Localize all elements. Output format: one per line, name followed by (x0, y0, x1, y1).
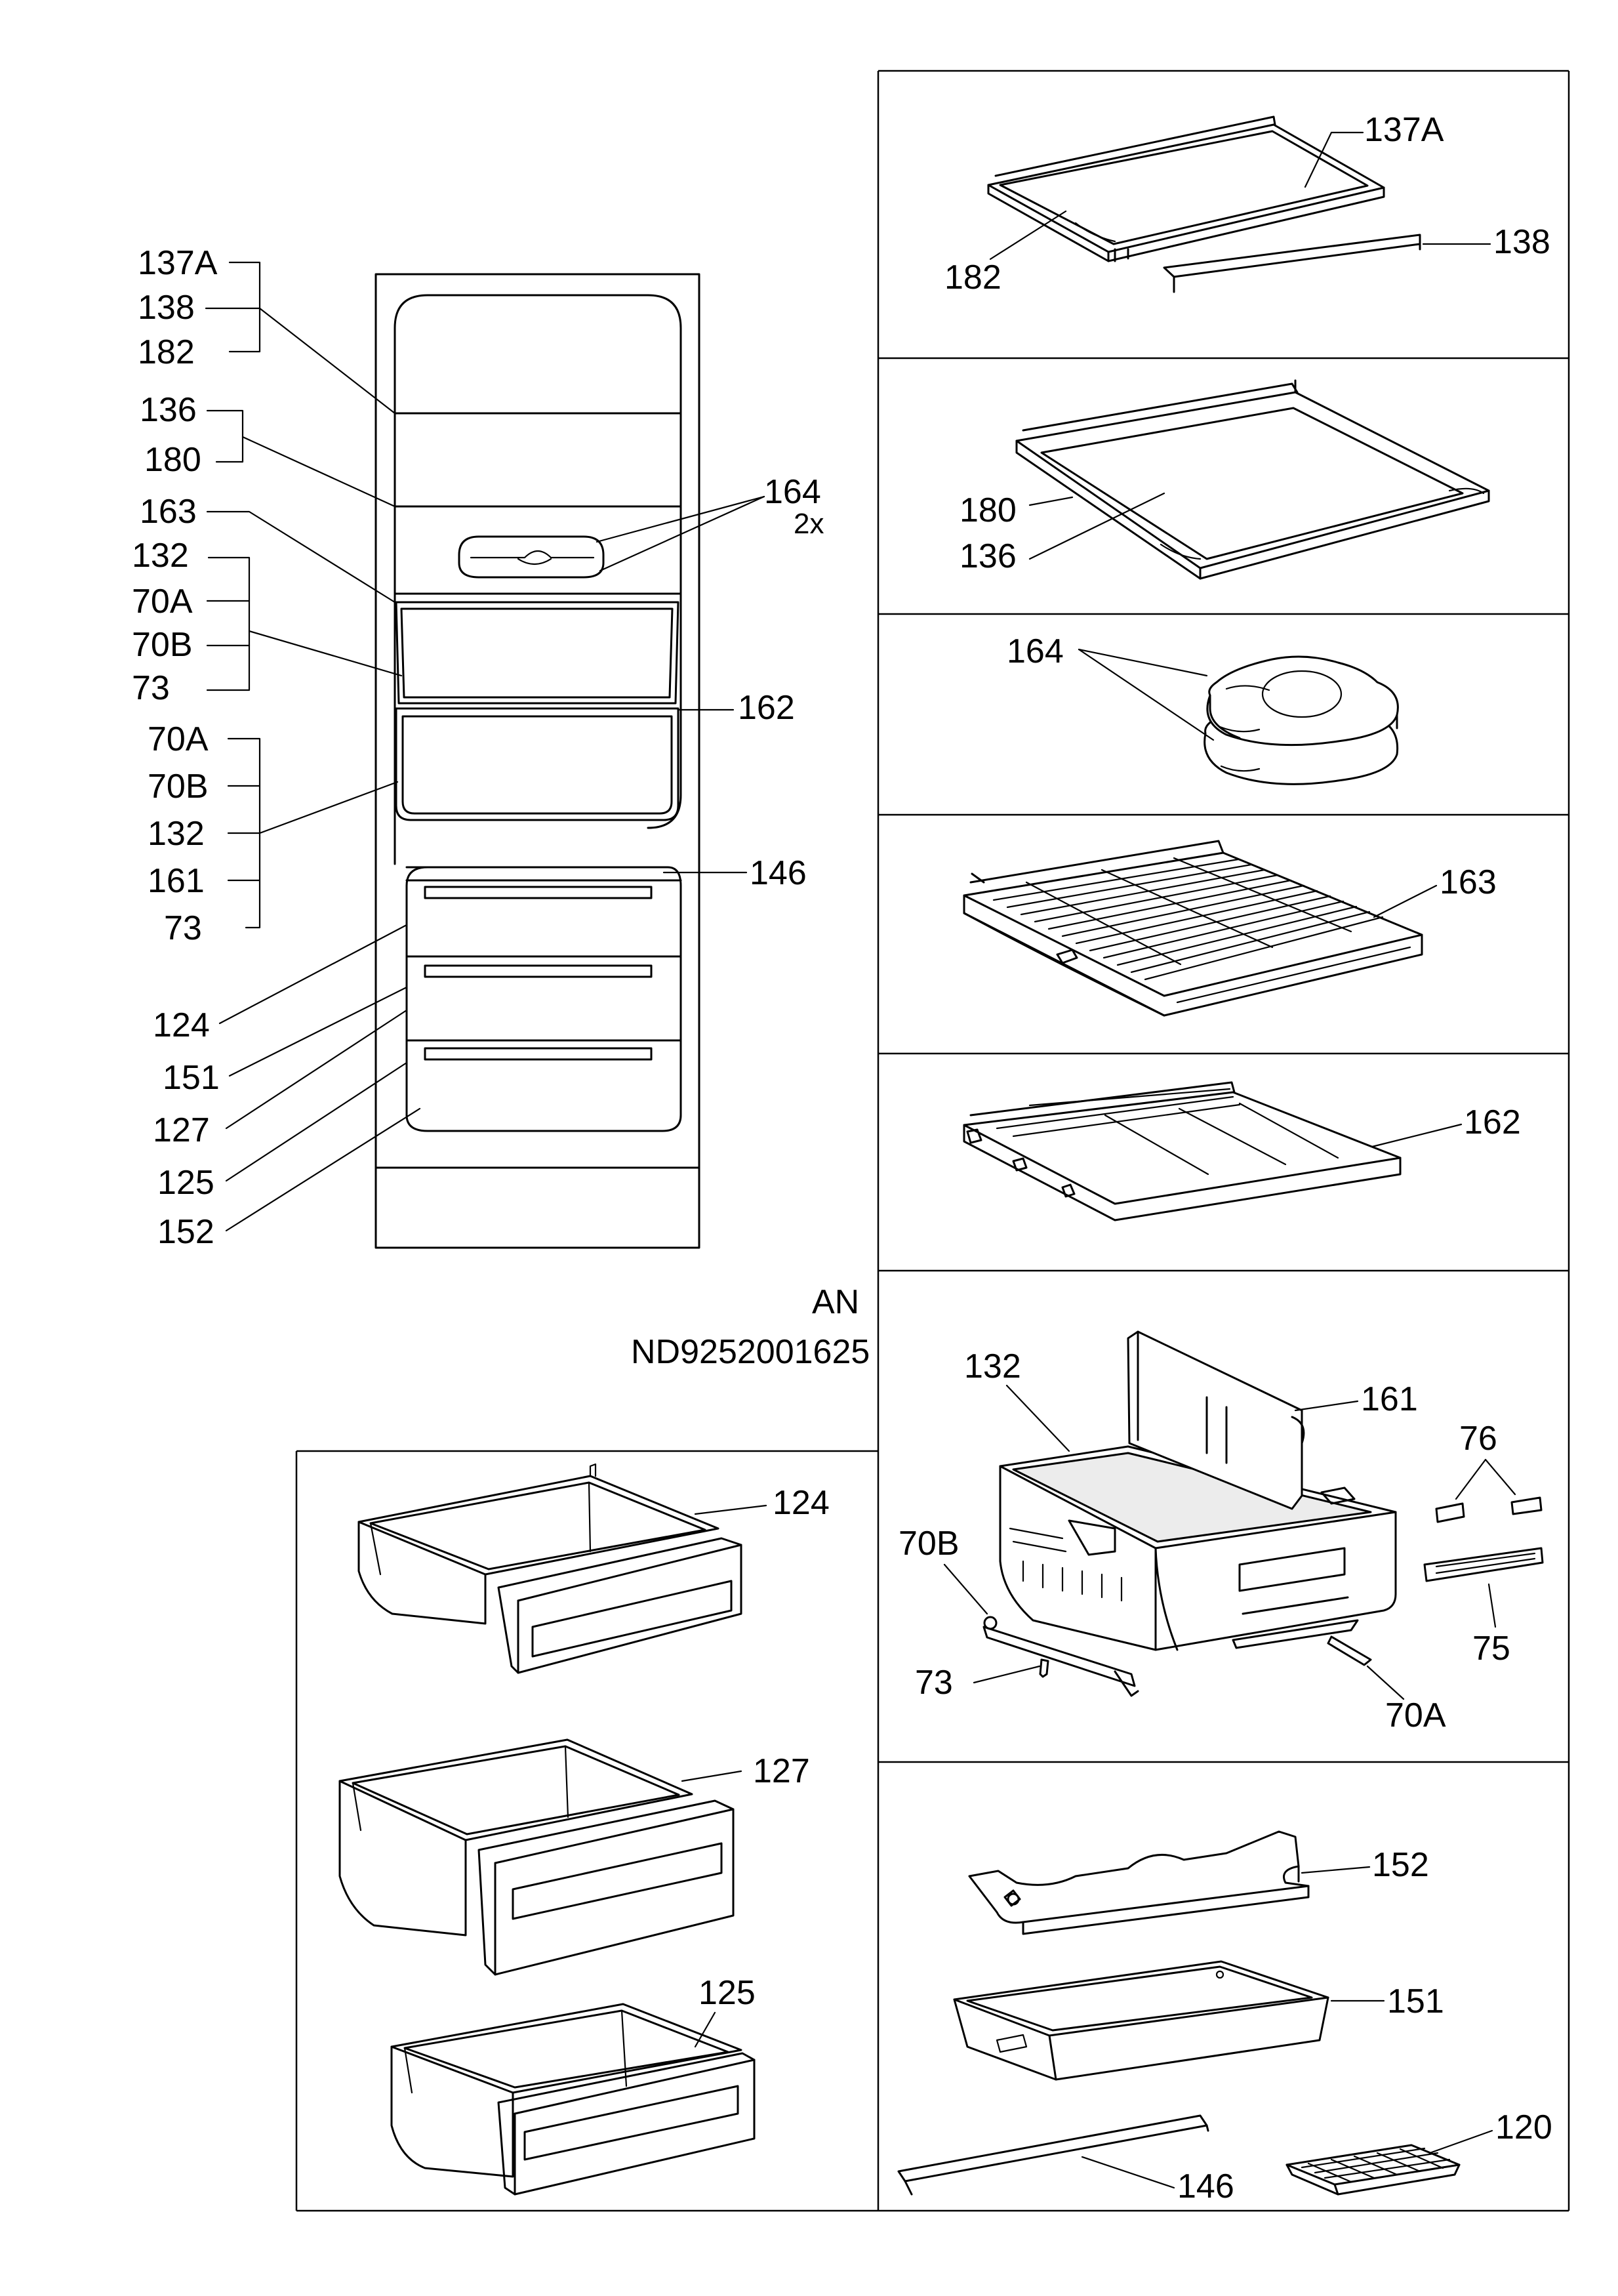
panel3-labels: 164 (1007, 632, 1215, 741)
label-75: 75 (1472, 1630, 1510, 1668)
label-161: 161 (1361, 1380, 1418, 1418)
label-132: 132 (132, 537, 189, 575)
label-73: 73 (164, 909, 202, 947)
label-180: 180 (144, 441, 201, 479)
part-rail-70B (982, 1616, 1139, 1697)
label-136: 136 (140, 391, 197, 429)
overview-leaders (205, 261, 765, 1232)
panel2-labels: 180 136 (960, 491, 1165, 575)
label-73: 73 (915, 1664, 953, 1702)
label-124: 124 (773, 1484, 830, 1522)
part-shelf-137A (987, 115, 1421, 293)
part-crisper-132 (999, 1330, 1397, 1651)
label-138: 138 (1493, 223, 1550, 261)
label-146: 146 (750, 854, 807, 892)
label-132: 132 (964, 1347, 1021, 1385)
part-shelf-163 (963, 840, 1423, 1017)
label-132: 132 (148, 815, 205, 853)
label-163: 163 (140, 493, 197, 531)
label-182: 182 (138, 333, 195, 371)
label-70B: 70B (899, 1525, 960, 1563)
part-tray-151 (953, 1960, 1329, 2081)
part-ice-tray-120 (1285, 2144, 1461, 2196)
fridge-overview (374, 273, 700, 1249)
label-73: 73 (132, 669, 170, 707)
label-model-code: ND9252001625 (631, 1333, 870, 1371)
part-egg-tray-164 (1203, 655, 1399, 785)
label-152: 152 (1372, 1846, 1429, 1884)
label-136: 136 (960, 537, 1017, 575)
label-137A: 137A (1364, 111, 1444, 149)
part-shelf-162 (963, 1081, 1402, 1221)
label-182: 182 (944, 258, 1001, 297)
panel5-labels: 162 (1371, 1103, 1521, 1148)
drawer-panel-labels: 124 127 125 (681, 1484, 830, 2048)
part-cover-152 (968, 1830, 1310, 1935)
panel6-labels: 132 161 76 70B 75 73 70A (899, 1347, 1516, 1734)
part-drawer-124 (357, 1463, 742, 1674)
part-trim-146 (897, 2114, 1209, 2196)
label-124: 124 (153, 1006, 210, 1044)
label-137A: 137A (138, 244, 218, 282)
label-163: 163 (1440, 863, 1497, 901)
label-146: 146 (1177, 2167, 1234, 2205)
label-127: 127 (153, 1111, 210, 1149)
part-rail-70A (1327, 1635, 1372, 1666)
label-180: 180 (960, 491, 1017, 529)
label-125: 125 (698, 1974, 756, 2012)
label-70A: 70A (1385, 1696, 1446, 1734)
part-drawer-125 (390, 2003, 756, 2196)
panel1-labels: 137A 182 138 (944, 111, 1550, 297)
label-AN: AN (812, 1283, 859, 1321)
label-151: 151 (163, 1059, 220, 1097)
label-161: 161 (148, 862, 205, 900)
label-127: 127 (753, 1752, 810, 1790)
label-162: 162 (738, 689, 795, 727)
part-clips-76 (1435, 1496, 1543, 1523)
label-152: 152 (157, 1213, 214, 1251)
part-drawer-127 (338, 1738, 735, 1976)
label-70A: 70A (148, 720, 209, 758)
panel4-labels: 163 (1373, 863, 1497, 918)
label-164: 164 (764, 473, 821, 511)
label-70A: 70A (132, 583, 193, 621)
label-164: 164 (1007, 632, 1064, 670)
label-76: 76 (1459, 1420, 1497, 1458)
part-vent-75 (1423, 1547, 1544, 1582)
panel-frames (295, 70, 1570, 2212)
label-151: 151 (1387, 1982, 1444, 2020)
label-162: 162 (1464, 1103, 1521, 1141)
label-2x: 2x (794, 508, 824, 540)
label-70B: 70B (148, 768, 209, 806)
part-screw-73 (1039, 1658, 1049, 1678)
overview-labels: 137A 138 182 136 180 164 2x 163 132 70A … (132, 244, 870, 1371)
part-shelf-136 (1015, 379, 1490, 580)
panel7-labels: 152 151 120 146 (1081, 1846, 1552, 2205)
label-70B: 70B (132, 626, 193, 664)
label-138: 138 (138, 289, 195, 327)
label-125: 125 (157, 1164, 214, 1202)
label-120: 120 (1495, 2108, 1552, 2146)
